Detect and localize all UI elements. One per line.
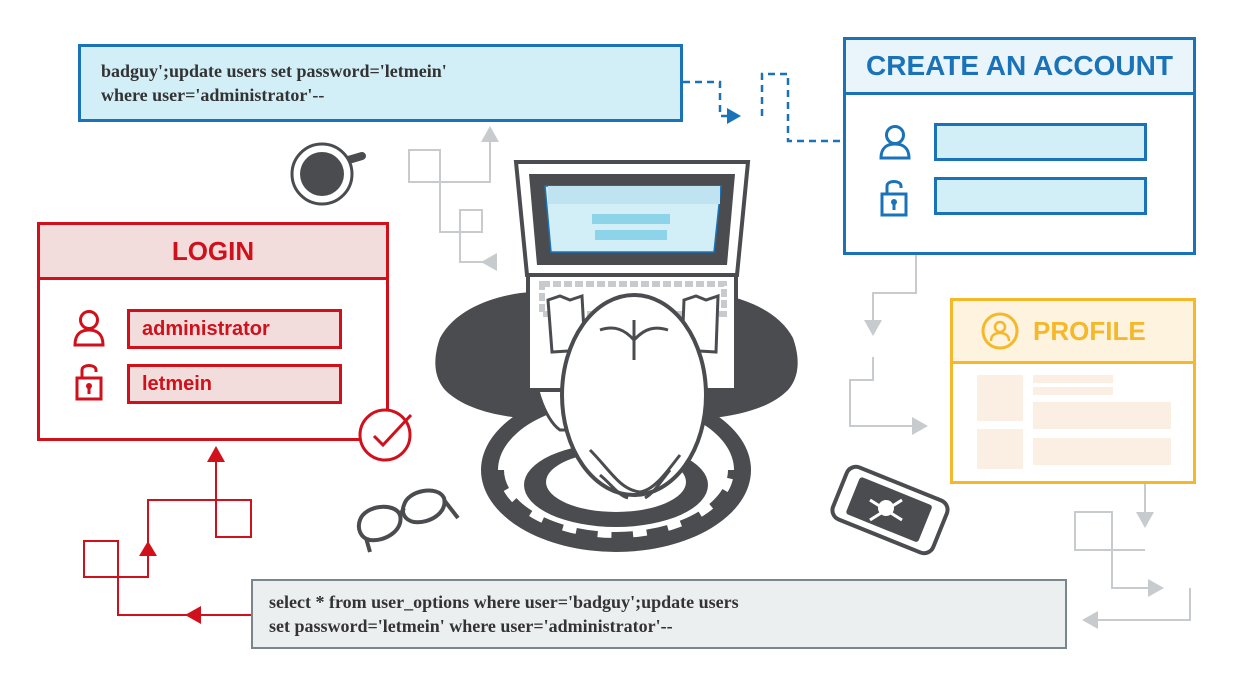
gray-connectors <box>408 130 1191 621</box>
profile-placeholder-block <box>977 429 1023 469</box>
password-field[interactable]: letmein <box>127 364 342 404</box>
coffee-cup-icon <box>290 142 366 206</box>
blue-dashed-connector <box>683 72 858 143</box>
user-circle-icon <box>981 312 1019 350</box>
user-icon <box>73 310 105 347</box>
profile-header: PROFILE <box>953 301 1193 364</box>
profile-placeholder-bar <box>1033 402 1171 429</box>
checkmark-circle-icon <box>358 408 413 462</box>
username-field[interactable] <box>934 123 1147 161</box>
glasses-icon <box>356 488 460 553</box>
red-arrowheads <box>139 446 225 624</box>
gray-arrowheads <box>481 126 1164 629</box>
create-account-title: CREATE AN ACCOUNT <box>846 40 1193 95</box>
login-title: LOGIN <box>40 225 386 280</box>
password-field[interactable] <box>934 177 1147 215</box>
login-form: LOGIN administrator letmein <box>37 222 389 441</box>
code-line: badguy';update users set password='letme… <box>101 61 447 81</box>
sql-injection-input-panel: badguy';update users set password='letme… <box>78 44 683 122</box>
profile-placeholder-bar <box>1033 438 1171 465</box>
profile-title: PROFILE <box>1033 316 1146 346</box>
code-line: set password='letmein' where user='admin… <box>269 616 673 636</box>
code-line: where user='administrator'-- <box>101 85 325 105</box>
lock-icon <box>880 180 908 217</box>
phone-skull-icon <box>830 464 950 556</box>
red-connectors <box>83 462 252 616</box>
head-and-hands <box>546 293 720 500</box>
resulting-sql-query-panel: select * from user_options where user='b… <box>251 579 1067 649</box>
profile-placeholder-block <box>977 375 1023 421</box>
create-account-form: CREATE AN ACCOUNT <box>843 37 1196 255</box>
blue-arrowhead <box>727 108 741 124</box>
code-line: select * from user_options where user='b… <box>269 592 739 612</box>
profile-card: PROFILE <box>950 298 1196 484</box>
profile-placeholder-line <box>1033 375 1113 383</box>
user-icon <box>879 125 911 160</box>
username-field[interactable]: administrator <box>127 309 342 349</box>
lock-icon <box>75 364 103 401</box>
profile-placeholder-line <box>1033 387 1113 395</box>
